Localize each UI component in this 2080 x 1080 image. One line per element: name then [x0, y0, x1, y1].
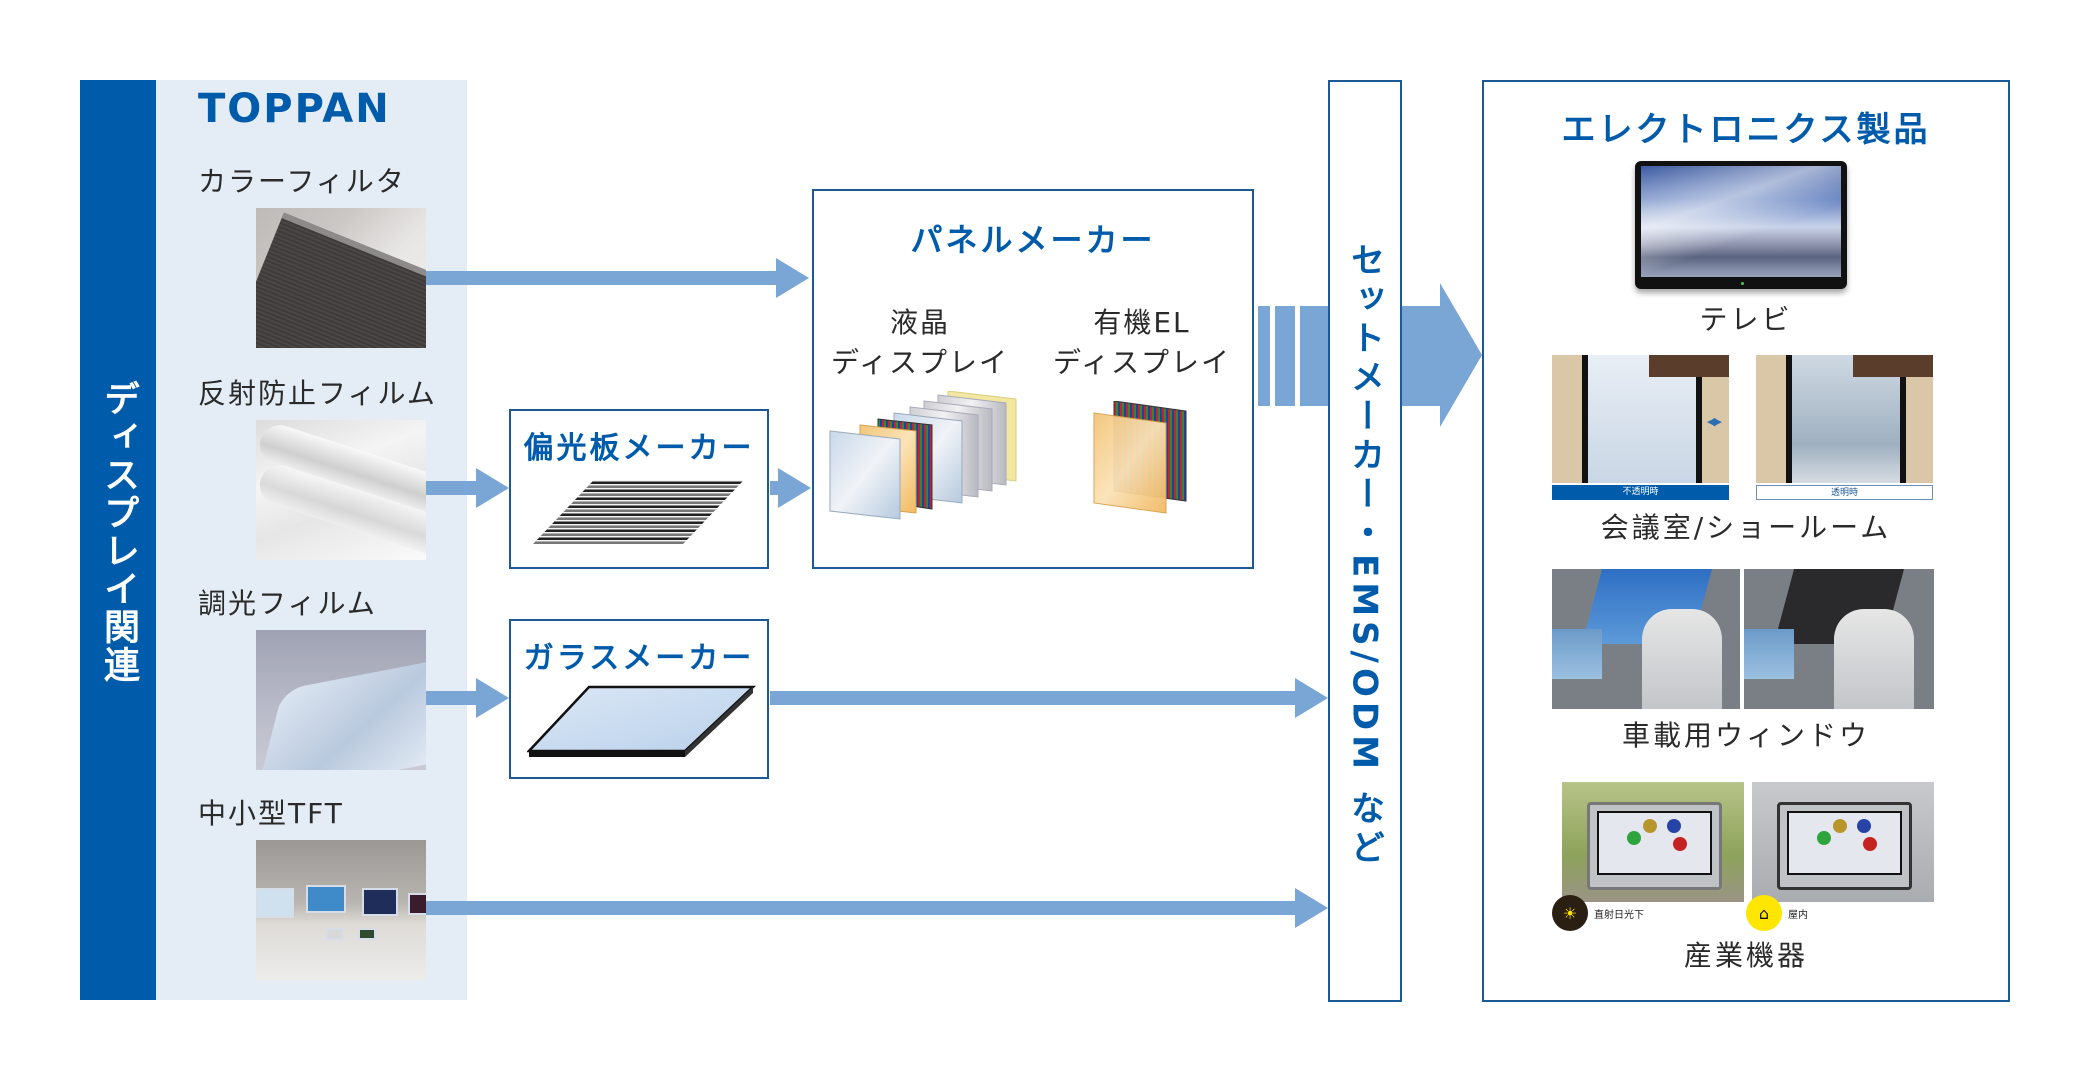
electronics-products-box: エレクトロニクス製品 テレビ ◀▶ 不透明時 透明時 会議室/ショールーム 車載… — [1482, 80, 2010, 1002]
light-control-film-image — [256, 630, 426, 770]
swap-arrows-icon: ◀▶ — [1707, 415, 1722, 428]
glass-maker-box: ガラスメーカー — [509, 619, 769, 779]
polarizer-maker-box: 偏光板メーカー — [509, 409, 769, 569]
set-maker-label: セットメーカー・EMS/ODM など — [1344, 242, 1385, 869]
sun-icon: ☀ — [1552, 895, 1588, 931]
arrow-polarizer-to-panel — [770, 468, 812, 508]
car-window-transparent-image — [1552, 569, 1740, 709]
lcd-label-line2: ディスプレイ — [830, 346, 1010, 379]
set-maker-column: セットメーカー・EMS/ODM など — [1328, 80, 1402, 1002]
category-bar: ディスプレイ関連 — [80, 80, 156, 1000]
product-label-light-control-film: 調光フィルム — [198, 587, 377, 620]
anti-reflection-film-image — [256, 420, 426, 560]
industrial-indoor-image — [1752, 782, 1934, 902]
arrow-light-control-to-glass — [426, 678, 510, 718]
oled-label-line2: ディスプレイ — [1052, 346, 1232, 379]
oled-display-label: 有機EL ディスプレイ — [1042, 303, 1242, 383]
sunlight-condition-label: 直射日光下 — [1594, 910, 1644, 921]
small-tft-image — [256, 840, 426, 980]
arrow-stripe — [1258, 306, 1270, 406]
car-window-dimmed-image — [1744, 569, 1934, 709]
arrow-set-maker-to-electronics — [1402, 283, 1482, 427]
indoor-condition-label: 屋内 — [1788, 910, 1808, 921]
house-icon: ⌂ — [1746, 895, 1782, 931]
arrow-tft-to-set-maker — [426, 888, 1328, 928]
company-name: TOPPAN — [198, 86, 391, 132]
lcd-label-line1: 液晶 — [889, 306, 950, 339]
glass-sheet-icon — [527, 685, 757, 757]
opaque-state-tag: 不透明時 — [1552, 485, 1729, 500]
panel-maker-box: パネルメーカー 液晶 ディスプレイ 有機EL ディスプレイ — [812, 189, 1254, 569]
oled-label-line1: 有機EL — [1093, 306, 1191, 339]
tv-label: テレビ — [1699, 303, 1793, 336]
car-window-label: 車載用ウィンドウ — [1621, 719, 1870, 752]
electronics-title: エレクトロニクス製品 — [1561, 110, 1931, 150]
transparent-state-tag: 透明時 — [1756, 485, 1933, 500]
product-label-color-filter: カラーフィルタ — [198, 165, 406, 198]
industrial-equipment-label: 産業機器 — [1683, 939, 1808, 972]
glass-maker-title: ガラスメーカー — [523, 641, 755, 676]
product-label-small-tft: 中小型TFT — [198, 797, 344, 830]
product-label-anti-reflection-film: 反射防止フィルム — [198, 377, 437, 410]
lcd-display-label: 液晶 ディスプレイ — [822, 303, 1018, 383]
lcd-layers-icon — [829, 391, 1017, 520]
industrial-sunlight-image — [1562, 782, 1744, 902]
meeting-room-transparent-image — [1756, 355, 1933, 483]
arrow-color-filter-to-panel — [426, 258, 809, 298]
color-filter-image — [256, 208, 426, 348]
polarizer-maker-title: 偏光板メーカー — [523, 431, 755, 466]
arrow-anti-reflection-to-polarizer — [426, 468, 510, 508]
panel-maker-title: パネルメーカー — [910, 221, 1156, 259]
arrow-panel-to-set-maker — [1300, 306, 1330, 406]
arrow-stripe — [1275, 306, 1295, 406]
polarizer-stack-icon — [533, 480, 743, 544]
tv-image — [1635, 161, 1847, 289]
meeting-room-opaque-image — [1552, 355, 1729, 483]
arrow-glass-to-set-maker — [770, 678, 1328, 718]
meeting-room-label: 会議室/ショールーム — [1600, 511, 1892, 544]
category-label: ディスプレイ関連 — [98, 380, 139, 684]
oled-layers-icon — [1093, 401, 1187, 514]
